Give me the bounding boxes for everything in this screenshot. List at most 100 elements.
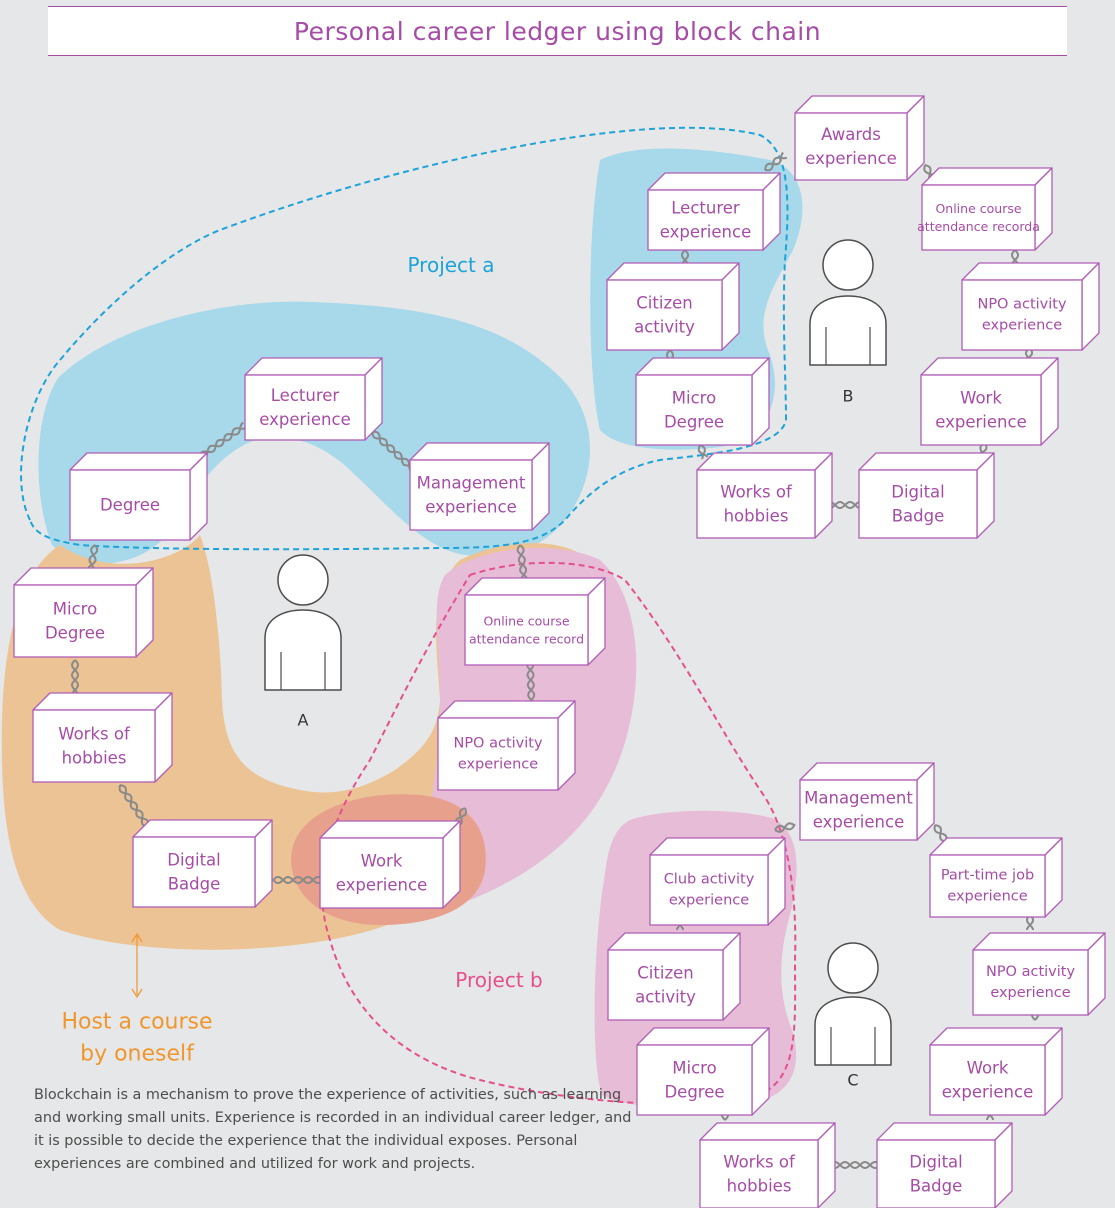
node-label: NPO activity: [977, 296, 1066, 312]
node-label: experience: [805, 149, 896, 168]
node-label: Badge: [892, 506, 945, 525]
node-top-face: [607, 932, 741, 951]
node-label: Badge: [168, 874, 221, 893]
node-front-face: [920, 374, 1042, 446]
node-label: Digital: [167, 851, 221, 870]
node-label: experience: [942, 1082, 1033, 1101]
person-body: [814, 996, 892, 1066]
chain-link: [774, 822, 796, 833]
person-body: [809, 295, 887, 366]
ledger-b-node: NPO activity experience: [961, 262, 1100, 351]
node-label: experience: [660, 222, 751, 241]
chain-strand: [697, 444, 709, 458]
person-icon: [809, 239, 887, 366]
node-front-face: [794, 112, 908, 181]
node-label: Work: [960, 389, 1002, 408]
person-head: [822, 239, 874, 291]
chain-strand: [933, 824, 948, 840]
project-a-boundary: [20, 126, 789, 551]
node-front-face: [409, 459, 533, 531]
title-bar: Personal career ledger using block chain: [48, 6, 1067, 56]
project-boundary-layer: [20, 126, 797, 1106]
chain-link: [764, 151, 788, 172]
node-label: experience: [458, 757, 538, 773]
node-front-face: [696, 469, 816, 539]
node-front-face: [972, 949, 1089, 1016]
node-top-face: [921, 167, 1053, 186]
node-front-face: [649, 854, 769, 926]
node-label: NPO activity: [986, 964, 1075, 980]
node-label: Digital: [909, 1153, 963, 1172]
person-head: [277, 554, 329, 606]
person-label: C: [847, 1071, 858, 1090]
node-top-face: [635, 357, 770, 376]
arrow-head-up-icon: [131, 932, 143, 943]
node-label: Club activity: [664, 871, 755, 887]
node-label: Works of: [723, 1153, 796, 1172]
node-top-face: [464, 577, 606, 596]
node-front-face: [437, 717, 559, 791]
node-top-face: [69, 452, 208, 471]
node-label: experience: [425, 497, 516, 516]
node-label: attendance recorda: [917, 219, 1040, 234]
chain-strand: [699, 444, 706, 460]
node-top-face: [961, 262, 1100, 281]
node-top-face: [920, 357, 1059, 376]
ledger-c-node: Management experience: [799, 762, 935, 841]
node-top-face: [437, 700, 576, 719]
node-label: Works of: [720, 483, 793, 502]
chain-link: [118, 784, 153, 832]
node-top-face: [606, 262, 740, 281]
node-front-face: [244, 374, 366, 441]
node-top-face: [649, 837, 786, 856]
node-top-face: [699, 1122, 836, 1141]
node-label: Citizen: [637, 964, 693, 983]
arrow-head-down-icon: [131, 988, 143, 999]
node-top-face: [636, 1027, 770, 1046]
node-label: Awards: [821, 125, 881, 144]
node-label: Micro: [672, 389, 716, 408]
node-top-face: [32, 692, 173, 711]
page-title: Personal career ledger using block chain: [293, 16, 822, 46]
node-top-face: [696, 452, 833, 471]
node-front-face: [635, 374, 753, 446]
node-front-face: [319, 837, 444, 909]
node-label: hobbies: [724, 506, 789, 525]
node-label: experience: [813, 812, 904, 831]
node-label: Online course: [483, 613, 569, 628]
node-top-face: [929, 1027, 1063, 1046]
ledger-b-node: Awards experience: [794, 95, 925, 181]
node-label: experience: [336, 875, 427, 894]
node-label: experience: [259, 410, 350, 429]
host-course-label: by oneself: [80, 1042, 195, 1067]
person-body: [264, 609, 342, 691]
node-front-face: [858, 469, 978, 539]
chain-strand: [774, 823, 796, 831]
person-layer: ABC: [264, 239, 892, 1090]
node-label: experience: [982, 318, 1062, 334]
person-icon: [814, 942, 892, 1066]
node-front-face: [921, 184, 1036, 251]
node-front-face: [32, 709, 156, 783]
person-label: B: [843, 387, 854, 406]
node-top-face: [799, 762, 935, 781]
node-front-face: [607, 949, 724, 1021]
node-label: Degree: [664, 1082, 724, 1101]
node-label: Management: [804, 789, 913, 808]
